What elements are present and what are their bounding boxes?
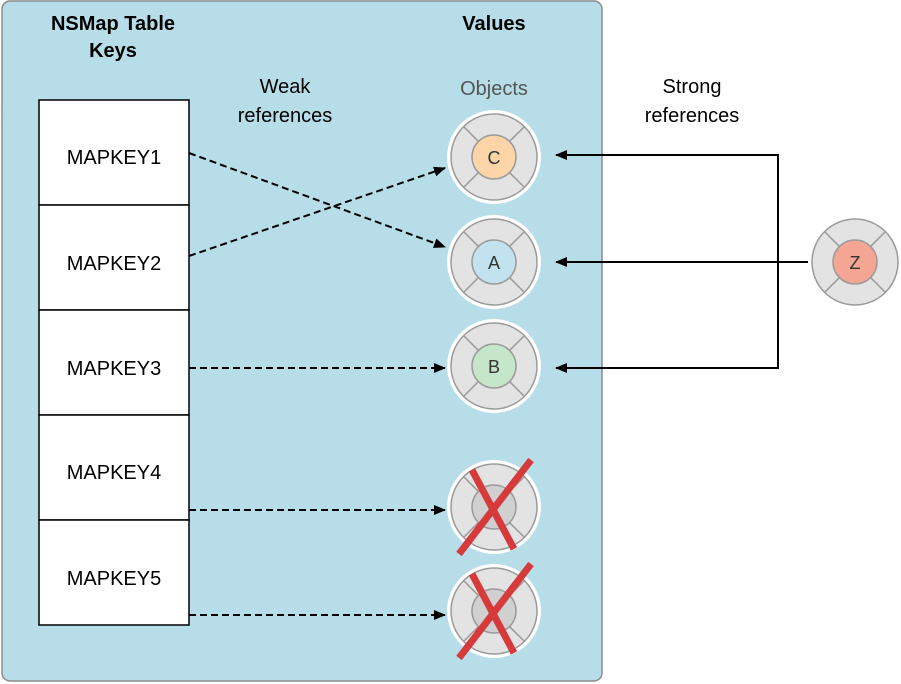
object-spoke	[509, 277, 525, 293]
weak-reference-arrows	[188, 152, 446, 620]
key-cell	[38, 99, 190, 206]
deallocated-object	[447, 457, 541, 557]
key-label: MAPKEY2	[67, 253, 161, 275]
key-label: MAPKEY5	[67, 568, 161, 590]
object-spoke	[463, 580, 479, 596]
object-spoke	[463, 335, 479, 351]
object-spoke	[509, 335, 525, 351]
key-label: MAPKEY4	[67, 462, 161, 484]
key-label: MAPKEY1	[67, 147, 161, 169]
objects-label: Objects	[460, 78, 528, 100]
values-title: Values	[462, 13, 525, 35]
object-core	[471, 239, 517, 285]
weak-references-label-line2: references	[238, 105, 333, 127]
weak-arrow-key2-to-c	[188, 166, 446, 257]
deallocated-object	[447, 561, 541, 661]
object-spoke	[870, 231, 886, 247]
object-c: C	[447, 110, 541, 204]
key-label: MAPKEY3	[67, 358, 161, 380]
keys-table: MAPKEY1 MAPKEY2 MAPKEY3 MAPKEY4 MAPKEY5	[38, 99, 190, 626]
object-spoke	[509, 522, 525, 538]
key-cell	[38, 204, 190, 311]
object-spoke	[463, 381, 479, 397]
object-spoke	[509, 626, 525, 642]
object-spoke	[509, 172, 525, 188]
object-letter: B	[488, 357, 500, 377]
key-cell	[38, 519, 190, 626]
keys-title-line2: Keys	[89, 40, 137, 62]
object-spoke	[463, 231, 479, 247]
object-core	[832, 239, 878, 285]
keys-title-line1: NSMap Table	[51, 13, 175, 35]
object-core	[471, 343, 517, 389]
weak-arrow-key1-to-a	[188, 152, 446, 248]
object-spoke	[463, 476, 479, 492]
object-spoke	[509, 231, 525, 247]
weak-references-label-line1: Weak	[260, 76, 312, 98]
object-letter: C	[488, 148, 501, 168]
object-letter: Z	[850, 253, 861, 273]
key-cell	[38, 309, 190, 416]
object-spoke	[824, 277, 840, 293]
object-z: Z	[808, 215, 901, 309]
strong-references-label-line2: references	[645, 105, 740, 127]
object-spoke	[463, 172, 479, 188]
object-spoke	[509, 126, 525, 142]
object-spoke	[870, 277, 886, 293]
object-spoke	[463, 277, 479, 293]
object-letter: A	[488, 253, 500, 273]
strong-reference-arrows	[555, 150, 812, 373]
object-spoke	[463, 626, 479, 642]
object-spoke	[824, 231, 840, 247]
object-spoke	[463, 522, 479, 538]
object-a: A	[447, 215, 541, 309]
object-spoke	[509, 381, 525, 397]
cross-stroke	[456, 457, 534, 557]
strong-references-label-line1: Strong	[663, 76, 722, 98]
object-spoke	[463, 126, 479, 142]
object-b: B	[447, 319, 541, 413]
object-core	[471, 134, 517, 180]
cross-stroke	[456, 561, 534, 661]
objects-layer: C A B Z	[447, 110, 901, 661]
